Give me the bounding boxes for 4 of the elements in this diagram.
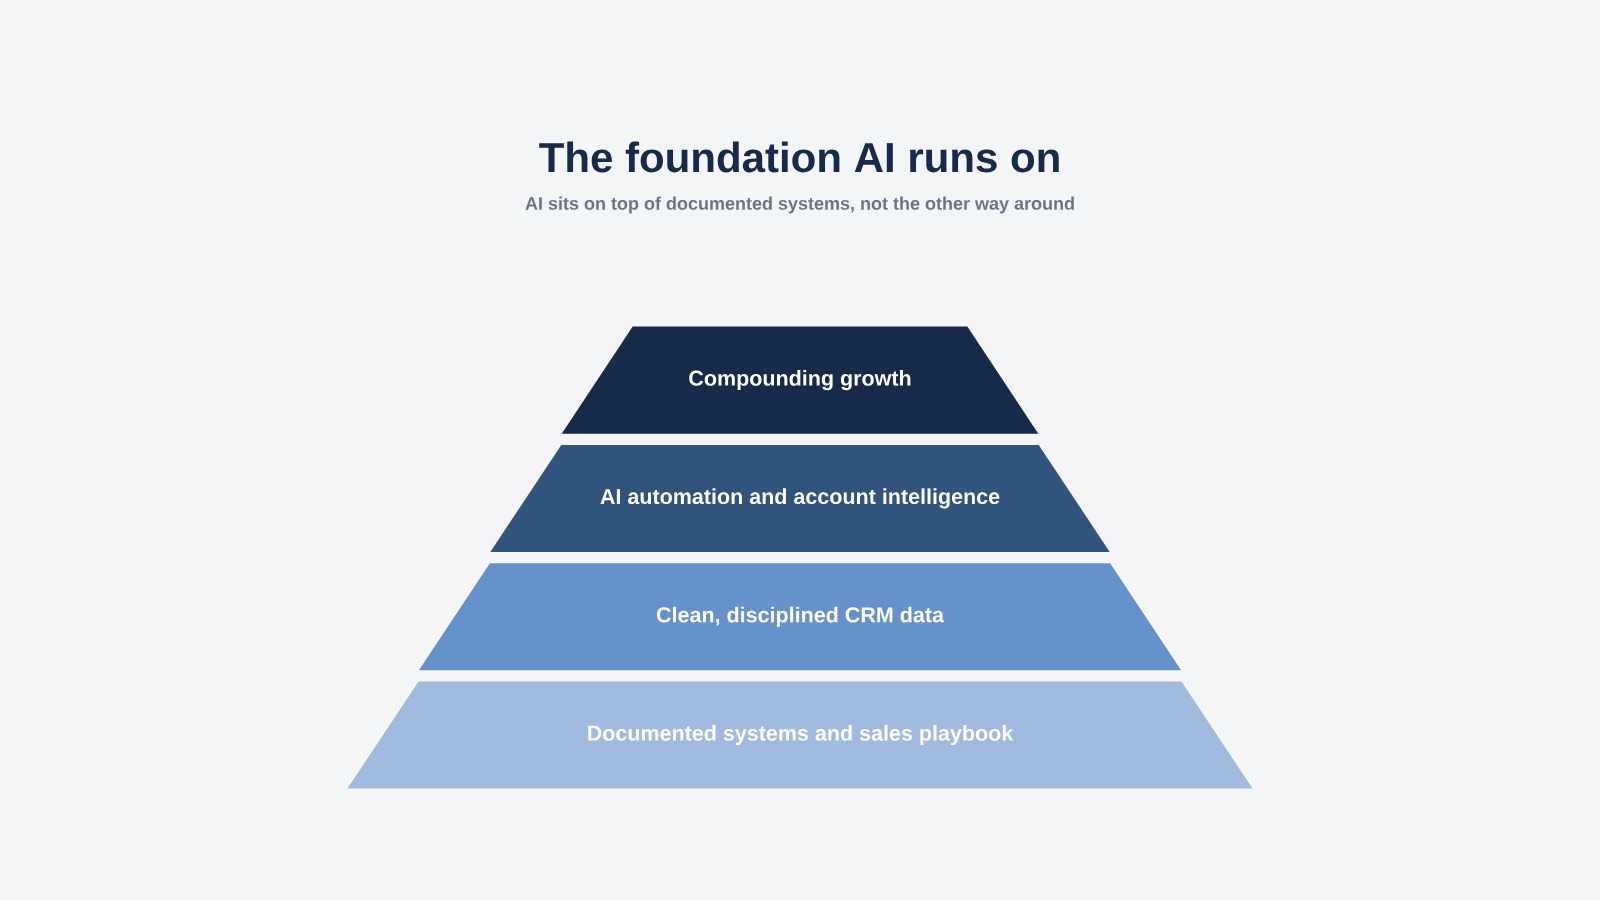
subtitle: AI sits on top of documented systems, not the other way around: [525, 196, 1074, 214]
title: The foundation AI runs on: [539, 141, 1059, 173]
pyramid-tier: AI automation and account intelligence: [490, 444, 1110, 552]
pyramid-tier: Compounding growth: [561, 326, 1039, 434]
